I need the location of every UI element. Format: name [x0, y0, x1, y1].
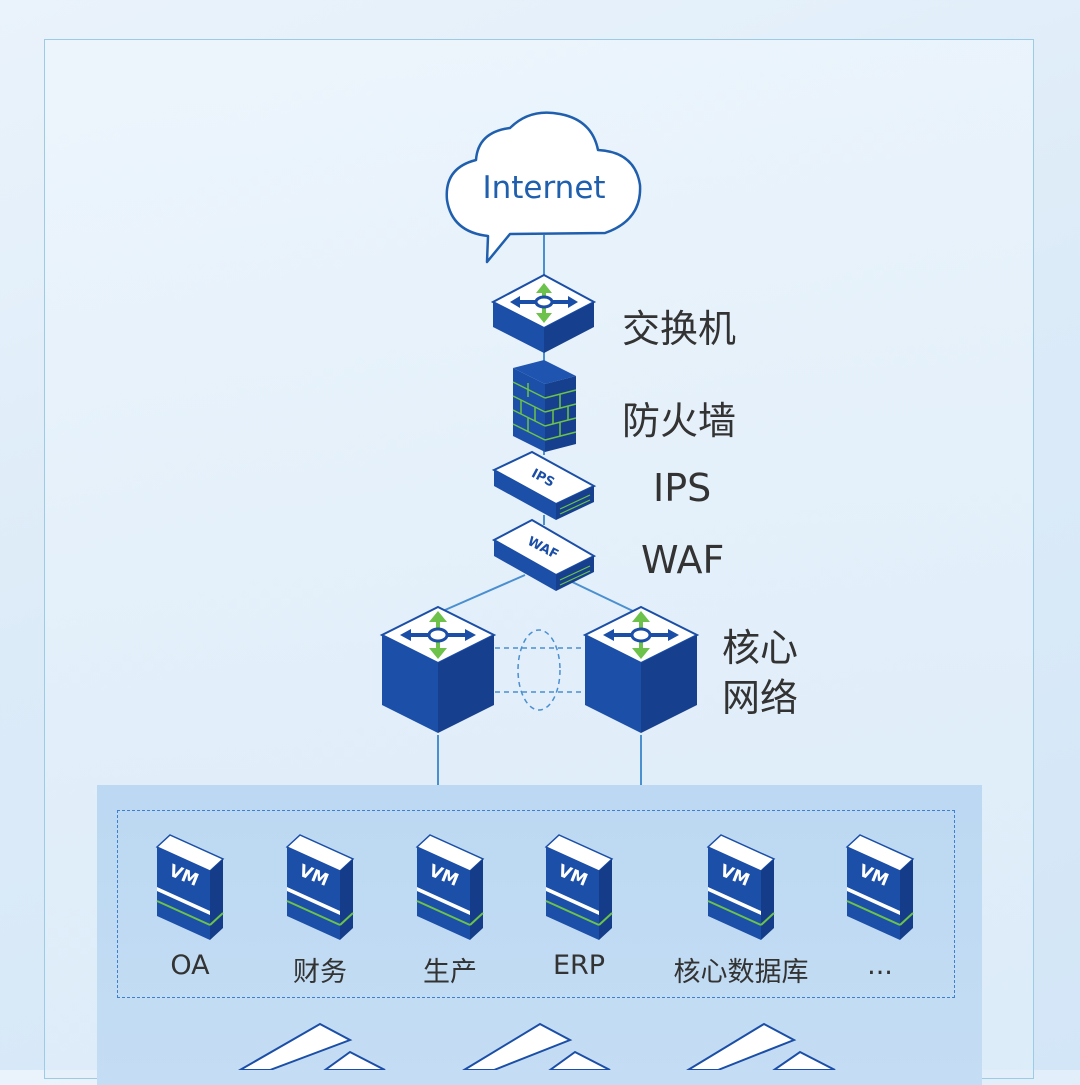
core-network-label-line2: 网络	[722, 676, 799, 720]
vm-icons: VM VM VM VM VM VM	[155, 834, 915, 940]
storage-icon-1	[237, 1022, 386, 1070]
vm-label: 财务	[293, 957, 347, 988]
vm-label: 生产	[423, 957, 477, 988]
vm-label: 核心数据库	[673, 957, 809, 988]
link-waf-core-left	[444, 574, 526, 611]
vm-server-icon: VM	[285, 834, 355, 940]
vm-server-icon: VM	[706, 834, 776, 940]
ips-label: IPS	[653, 466, 712, 510]
waf-device-icon: WAF	[491, 518, 597, 591]
switch-label: 交换机	[622, 307, 737, 351]
link-waf-core-right	[567, 579, 636, 613]
vm-label: ...	[867, 950, 893, 981]
core-network-label-line1: 核心	[722, 626, 799, 670]
stack-link	[495, 629, 585, 711]
core-switch-left-icon	[379, 605, 497, 733]
vm-server-icon: VM	[845, 834, 915, 940]
core-switch-right-icon	[582, 605, 700, 733]
waf-label: WAF	[641, 538, 725, 582]
storage-devices	[237, 1022, 836, 1070]
storage-icon-2	[462, 1022, 611, 1070]
firewall-label: 防火墙	[622, 399, 737, 443]
vm-group-dashed-border	[117, 810, 955, 998]
vm-server-icon: VM	[544, 834, 614, 940]
firewall-icon	[512, 360, 577, 452]
storage-icon-3	[686, 1022, 836, 1070]
vm-server-icon: VM	[415, 834, 485, 940]
internet-cloud-icon	[445, 111, 642, 264]
vm-label: ERP	[552, 950, 606, 981]
internet-label: Internet	[482, 170, 606, 206]
vm-server-icon: VM	[155, 834, 225, 940]
vm-label: OA	[170, 950, 210, 981]
switch-icon	[490, 273, 597, 353]
ips-device-icon: IPS	[491, 450, 597, 520]
